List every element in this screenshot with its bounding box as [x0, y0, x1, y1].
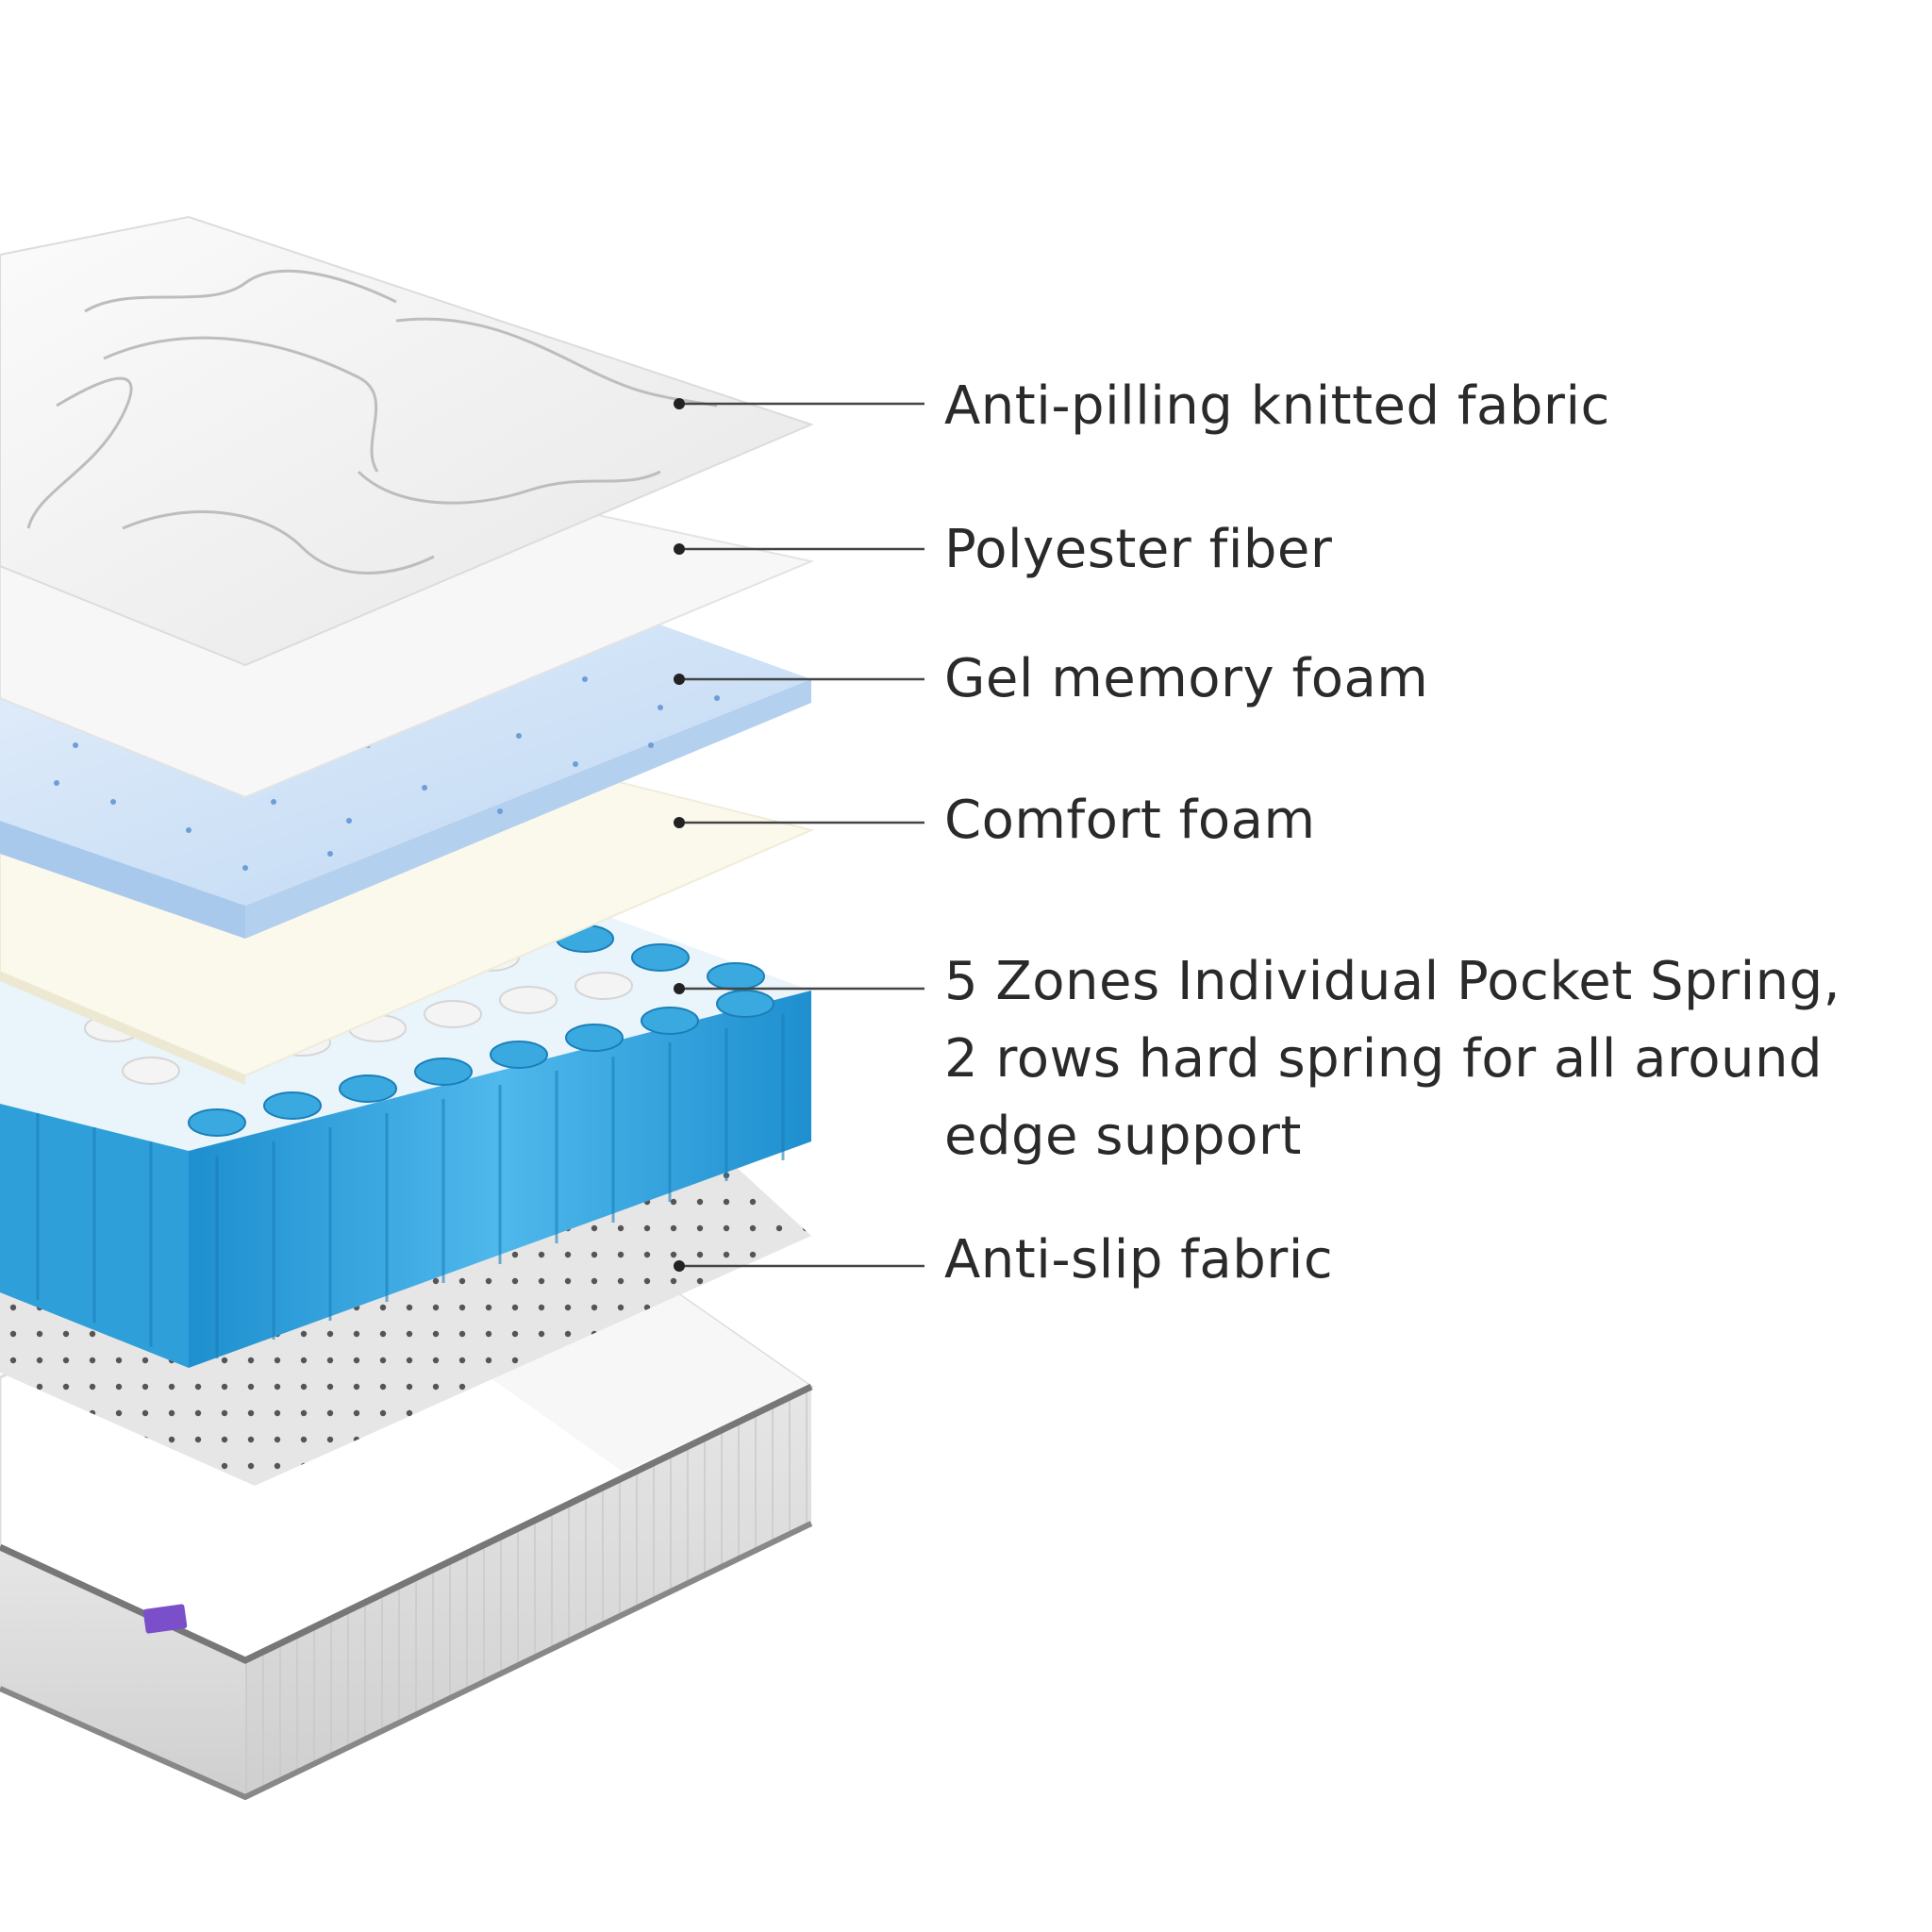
gel-foam-right [245, 679, 811, 939]
spring-coils-front [36, 1014, 785, 1358]
knitted-fabric-layer [0, 215, 814, 667]
gel-foam-front [0, 821, 245, 939]
label-pocket-spring: 5 Zones Individual Pocket Spring, 2 rows… [944, 943, 1840, 1175]
leader-dots [674, 398, 685, 1272]
knitted-fabric-sheet [0, 215, 814, 667]
knitted-fabric-quilt-lines [26, 269, 718, 575]
spring-coils-blue-rows [188, 924, 774, 1137]
mattress-base-side-ribs [245, 1387, 811, 1797]
leader-lines [679, 402, 924, 1268]
mattress-base-piping [0, 1383, 813, 1664]
label-anti-pilling-knitted-fabric: Anti-pilling knitted fabric [944, 368, 1610, 445]
brand-tag [142, 1604, 188, 1634]
label-line: edge support [944, 1106, 1302, 1167]
leader-dot-gel [674, 674, 685, 685]
leader-dot-spring [674, 983, 685, 994]
comfort-foam-edge [0, 972, 245, 1085]
leader-dot-knit [674, 398, 685, 409]
label-anti-slip-fabric: Anti-slip fabric [944, 1222, 1333, 1299]
leader-dot-fiber [674, 543, 685, 555]
label-polyester-fiber: Polyester fiber [944, 511, 1332, 589]
mattress-base-bottom-piping [0, 1521, 813, 1801]
mattress-base-side-front [0, 1547, 245, 1797]
leader-dot-antislip [674, 1260, 685, 1272]
label-line: Polyester fiber [944, 519, 1333, 580]
label-line: 5 Zones Individual Pocket Spring, [944, 951, 1840, 1012]
label-line: Comfort foam [944, 790, 1316, 851]
label-line: 2 rows hard spring for all around [944, 1028, 1824, 1090]
label-gel-memory-foam: Gel memory foam [944, 641, 1428, 718]
label-line: Anti-pilling knitted fabric [944, 375, 1610, 437]
leader-dot-comfort [674, 817, 685, 828]
label-line: Anti-slip fabric [944, 1229, 1334, 1291]
label-line: Gel memory foam [944, 648, 1429, 709]
label-comfort-foam: Comfort foam [944, 782, 1316, 859]
